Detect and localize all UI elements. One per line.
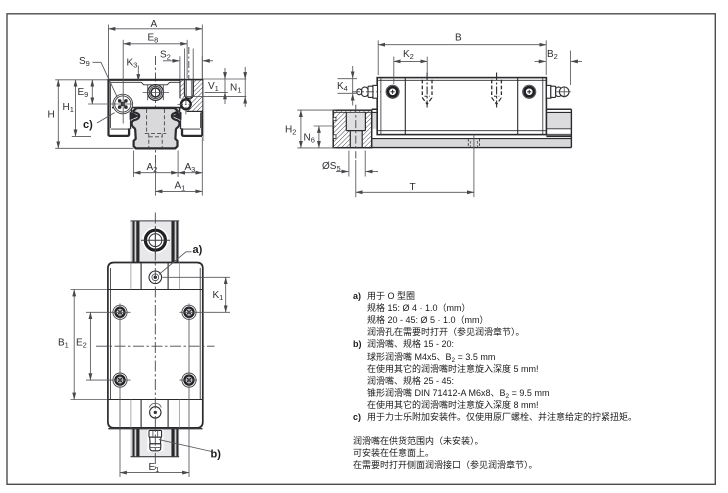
svg-text:A2: A2 [147,162,158,174]
svg-text:c): c) [83,119,93,131]
svg-text:K4: K4 [337,81,348,93]
svg-text:B2: B2 [547,49,558,61]
svg-text:E9: E9 [78,87,89,99]
svg-text:K1: K1 [213,290,224,302]
svg-text:B1: B1 [58,338,69,350]
svg-text:T: T [410,182,416,193]
svg-text:H1: H1 [63,102,74,114]
svg-text:A3: A3 [185,162,196,174]
svg-text:K3: K3 [127,58,138,70]
svg-text:V1: V1 [208,81,219,93]
svg-text:A: A [151,19,158,30]
svg-text:H: H [48,110,55,121]
svg-text:b): b) [211,449,222,461]
svg-text:B: B [455,33,462,44]
svg-text:E1: E1 [149,462,160,474]
svg-text:ØS5: ØS5 [322,161,341,173]
svg-text:N6: N6 [304,133,315,145]
svg-text:E2: E2 [76,338,87,350]
svg-text:S9: S9 [79,56,90,68]
svg-text:a): a) [193,244,203,256]
svg-text:K2: K2 [403,49,414,61]
svg-text:H2: H2 [285,125,296,137]
svg-text:S2: S2 [160,50,171,62]
svg-text:N1: N1 [230,83,241,95]
svg-text:E8: E8 [148,33,159,45]
svg-text:A1: A1 [175,181,186,193]
